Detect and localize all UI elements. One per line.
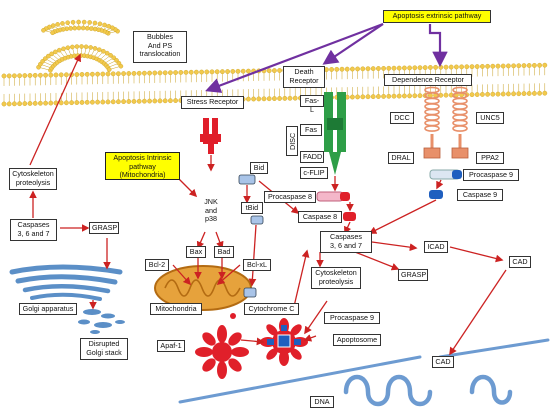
dependence-receptor-label: Dependence Receptor <box>384 74 472 86</box>
dcc-label: DCC <box>390 112 414 124</box>
dna-shape <box>178 338 550 407</box>
caspase9-shape <box>429 190 443 199</box>
grasp-right-label: GRASP <box>398 269 428 281</box>
caspase8-label: Caspase 8 <box>298 211 342 223</box>
mitochondria-label: Mitochondria <box>150 303 202 315</box>
bcl2-label: Bcl-2 <box>145 259 169 271</box>
bubbles-label: Bubbles And PS translocation <box>133 31 187 63</box>
tbid-shape <box>250 215 264 225</box>
cytoskeleton-proteolysis-left-label: Cytoskeleton proteolysis <box>9 168 57 190</box>
ppa2-label: PPA2 <box>476 152 504 164</box>
fas-label: Fas <box>300 124 322 136</box>
bax-label: Bax <box>186 246 206 258</box>
cytochrome-c-shape <box>230 287 257 319</box>
golgi-apparatus-shape <box>9 264 123 301</box>
procaspase9-top-shape <box>429 169 462 180</box>
tbid-label: tBid <box>241 202 263 214</box>
fadd-label: FADD <box>300 151 324 163</box>
grasp-left-label: GRASP <box>89 222 119 234</box>
procaspase8-shape <box>316 191 350 202</box>
stress-receptor-label: Stress Receptor <box>181 96 244 109</box>
apaf1-shape <box>195 325 249 379</box>
disrupted-golgi-label: Disrupted Golgi stack <box>80 338 128 360</box>
extrinsic-pathway-label: Apoptosis extrinsic pathway <box>383 10 491 23</box>
cytochrome-c-label: Cytochrome C <box>244 303 299 315</box>
cad-top-label: CAD <box>509 256 531 268</box>
disc-label: DISC <box>286 126 298 156</box>
jnk-p38-label: JNK and p38 <box>204 197 218 224</box>
pathway-arrows <box>29 53 507 356</box>
apaf1-label: Apaf-1 <box>157 340 185 352</box>
caspase9-label: Caspase 9 <box>457 189 503 201</box>
extrinsic-arrows <box>205 22 448 93</box>
bid-label: Bid <box>250 162 268 174</box>
dna-label: DNA <box>310 396 334 408</box>
fas-l-label: Fas-L <box>300 95 324 113</box>
golgi-apparatus-label: Golgi apparatus <box>19 303 77 315</box>
bad-label: Bad <box>214 246 234 258</box>
dependence-receptor-shape <box>423 86 469 159</box>
membrane-bubble <box>36 19 124 73</box>
caspase8-shape <box>343 212 356 221</box>
disrupted-golgi-shape <box>78 309 125 334</box>
procaspase8-label: Procaspase 8 <box>264 191 316 203</box>
c-flip-label: c-FLIP <box>300 167 328 179</box>
caspases-left-label: Caspases 3, 6 and 7 <box>10 219 57 241</box>
bid-shape <box>238 174 256 185</box>
caspases-right-label: Caspases 3, 6 and 7 <box>320 231 372 253</box>
death-receptor-label: Death Receptor <box>283 66 325 88</box>
intrinsic-pathway-label: Apoptosis Intrinsic pathway (Mitochondri… <box>105 152 180 180</box>
icad-label: ICAD <box>424 241 448 253</box>
procaspase9-top-label: Procaspase 9 <box>463 169 519 181</box>
stress-receptor-shape <box>200 118 221 154</box>
cad-bottom-label: CAD <box>432 356 454 368</box>
apoptosome-shape <box>260 318 308 366</box>
cytoskeleton-proteolysis-right-label: Cytoskeleton proteolysis <box>311 267 361 289</box>
bclxl-label: Bcl-xL <box>243 259 271 271</box>
apoptosome-label: Apoptosome <box>333 334 381 346</box>
death-receptor-shape <box>324 92 346 175</box>
procaspase9-bottom-label: Procaspase 9 <box>324 312 380 324</box>
unc5-label: UNC5 <box>476 112 504 124</box>
dral-label: DRAL <box>388 152 414 164</box>
